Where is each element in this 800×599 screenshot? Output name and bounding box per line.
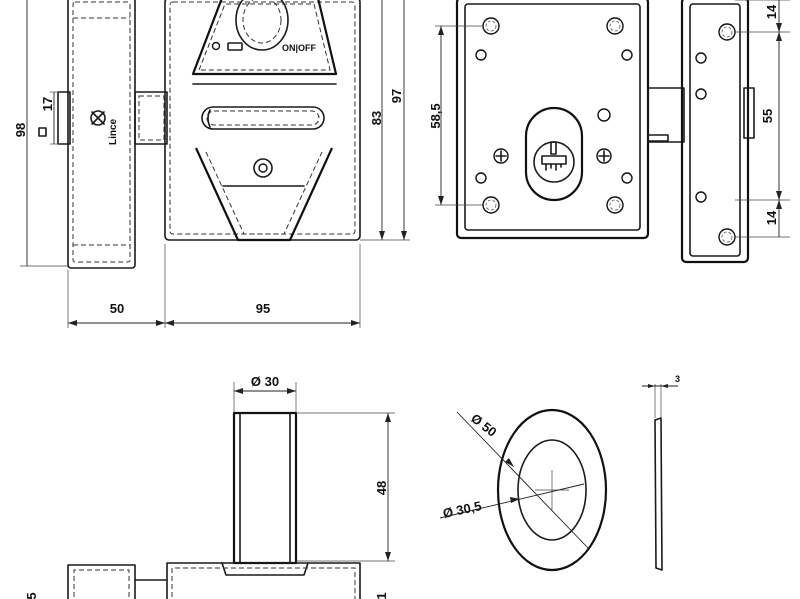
dim-3: 3 [675, 374, 680, 384]
back-view: 58,5 [428, 0, 685, 240]
on-off-label: ON|OFF [282, 43, 317, 53]
dim-98: 98 [13, 123, 28, 137]
rosette-side-view: 3 [642, 374, 680, 571]
dim-50: 50 [110, 301, 124, 316]
dim-d30-5: Ø 30,5 [442, 498, 483, 521]
rosette-view: Ø 50 Ø 30,5 [439, 408, 608, 572]
dim-97: 97 [389, 89, 404, 103]
dim-58-5: 58,5 [428, 103, 443, 128]
dim-83: 83 [369, 111, 384, 125]
dim-48: 48 [374, 481, 389, 495]
front-view: Lince ON|OFF 98 17 [13, 0, 410, 328]
cylinder-icon [524, 106, 584, 202]
dim-d50: Ø 50 [468, 411, 499, 440]
dim-14-top: 14 [764, 4, 779, 19]
dim-17: 17 [40, 97, 55, 111]
dim-d30: Ø 30 [251, 374, 279, 389]
dim-95: 95 [256, 301, 270, 316]
screw-icon [493, 148, 612, 164]
dim-1: 1 [374, 592, 389, 599]
dim-14-bottom: 14 [764, 210, 779, 225]
mounting-holes [475, 17, 633, 214]
cylinder-view: Ø 30 48 5 1 [24, 374, 395, 599]
brand-label: Lince [108, 118, 119, 145]
lince-logo: Lince [90, 110, 119, 145]
dim-55: 55 [760, 109, 775, 123]
side-view: 14 55 14 [680, 0, 790, 264]
side-holes [695, 23, 736, 246]
dim-5: 5 [24, 592, 39, 599]
